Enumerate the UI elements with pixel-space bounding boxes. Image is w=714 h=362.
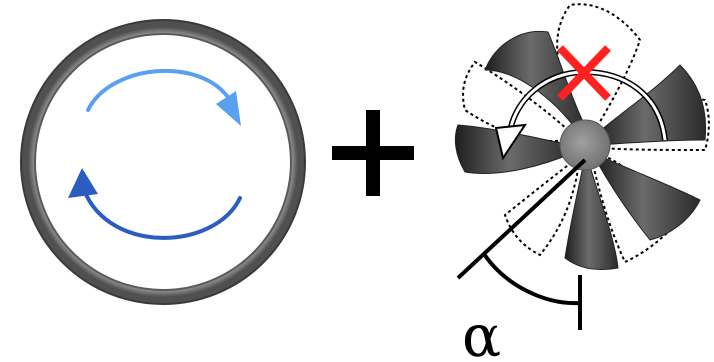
fan-hub bbox=[559, 119, 611, 171]
angle-indicator bbox=[456, 158, 587, 330]
slanted-line bbox=[456, 158, 587, 280]
rotation-arrowhead-icon bbox=[494, 123, 528, 161]
fan-rotor-icon: α bbox=[454, 3, 710, 362]
bottom-arrow-arc bbox=[82, 188, 242, 240]
outer-ring bbox=[21, 20, 305, 304]
top-arrow-arc bbox=[86, 68, 232, 112]
cross-mark-icon bbox=[557, 45, 611, 101]
bottom-arrowhead-icon bbox=[68, 168, 98, 198]
top-arrowhead-icon bbox=[216, 91, 241, 126]
alpha-label: α bbox=[462, 302, 501, 362]
rotation-cycle-icon bbox=[20, 19, 306, 305]
angle-arc bbox=[482, 252, 581, 306]
ring-outline-outer bbox=[20, 19, 306, 305]
plus-icon bbox=[332, 110, 414, 196]
ring-outline-inner bbox=[34, 33, 292, 291]
